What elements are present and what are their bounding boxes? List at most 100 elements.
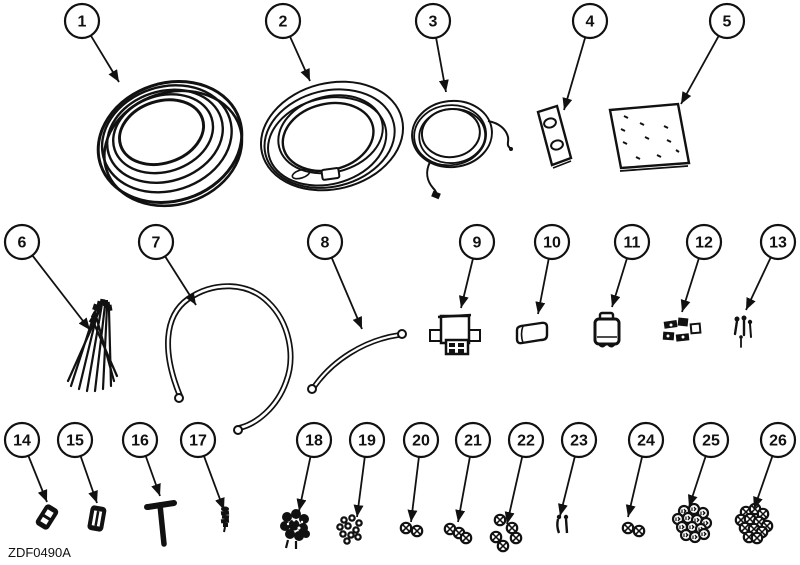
callout-number: 3 (429, 14, 438, 31)
leader-line (745, 256, 772, 311)
callout-number: 4 (586, 14, 595, 31)
part-21-nut-trio (443, 522, 473, 545)
callout-24-screw-pair: 24 (625, 421, 665, 518)
callout-circle (685, 223, 723, 261)
callout-1-wire-harness-coil-large: 1 (63, 2, 120, 83)
callout-number: 9 (473, 235, 482, 252)
callout-number: 23 (570, 433, 588, 450)
part-22-nut-scatter (489, 513, 523, 553)
part-12-terminal-set (662, 317, 702, 342)
callout-17-threaded-plug: 17 (179, 421, 225, 511)
callout-20-washer-pair: 20 (402, 421, 440, 523)
callout-number: 10 (543, 235, 561, 252)
callout-number: 18 (305, 433, 323, 450)
leader-line (625, 456, 644, 518)
callout-16-t-handle-fastener: 16 (121, 421, 161, 497)
callout-19-nut-cluster-small: 19 (348, 421, 386, 518)
callout-22-nut-scatter: 22 (504, 421, 545, 525)
callout-23-pin-pair: 23 (558, 421, 598, 517)
callout-circle (121, 421, 159, 459)
callout-number: 14 (13, 433, 31, 450)
leader-line (27, 455, 48, 503)
callout-number: 8 (321, 235, 330, 252)
callout-circle (613, 223, 651, 261)
callout-circle (295, 421, 333, 459)
callout-number: 15 (66, 433, 84, 450)
part-2-hose-coil-medium (259, 80, 405, 192)
part-18-grommet-cluster (280, 509, 310, 549)
callout-12-terminal-set: 12 (680, 223, 723, 313)
callout-circle (692, 421, 730, 459)
part-11-connector-plug (593, 311, 621, 348)
part-20-washer-pair (399, 521, 424, 538)
part-15-clip-upright (87, 505, 107, 532)
callout-circle (137, 223, 175, 261)
callout-circle (708, 2, 746, 40)
callout-13-screw-set-small: 13 (745, 223, 797, 311)
leader-line (407, 456, 420, 523)
callout-11-connector-plug: 11 (610, 223, 651, 308)
leader-line (535, 258, 550, 315)
leader-line (687, 455, 707, 508)
callout-circle (627, 421, 665, 459)
leader-line (296, 456, 312, 512)
leader-line (610, 257, 628, 308)
callout-6-cable-tie-bundle: 6 (3, 223, 91, 331)
leader-line (753, 455, 774, 510)
callout-circle (56, 421, 94, 459)
callout-number: 1 (78, 14, 87, 31)
callout-circle (533, 223, 571, 261)
leader-line (90, 35, 120, 83)
callout-number: 2 (279, 14, 288, 31)
cable-tie-heads (88, 298, 113, 325)
callout-number: 16 (131, 433, 149, 450)
callout-number: 7 (152, 235, 161, 252)
callout-number: 19 (358, 433, 376, 450)
callout-3-wire-coil-small: 3 (414, 2, 452, 93)
part-24-screw-pair (621, 521, 646, 538)
part-1-wire-harness-coil-large (96, 80, 244, 208)
callout-number: 25 (702, 433, 720, 450)
callout-number: 21 (464, 433, 482, 450)
part-23-pin-pair (556, 514, 569, 534)
leader-line (562, 37, 587, 111)
part-25-nut-cluster-large (671, 502, 713, 544)
part-17-threaded-plug (220, 506, 230, 533)
callout-number: 26 (769, 433, 787, 450)
leader-line (31, 254, 91, 331)
callout-2-hose-coil-medium: 2 (264, 2, 311, 82)
part-16-t-handle-fastener (144, 500, 177, 547)
part-26-screw-cluster-large (734, 502, 774, 545)
leader-line (455, 456, 471, 523)
callout-15-clip-upright: 15 (56, 421, 98, 504)
callout-number: 12 (695, 235, 713, 252)
callout-circle (560, 421, 598, 459)
leader-line (79, 455, 98, 504)
leader-line (330, 257, 363, 330)
part-8-hose-curved-short (307, 329, 407, 394)
part-14-clip-angled (35, 504, 59, 530)
relay-terminals (449, 343, 464, 353)
figure-code: ZDF0490A (8, 545, 71, 560)
part-13-screw-set-small (733, 315, 753, 348)
callout-10-connector-box: 10 (533, 223, 571, 315)
callout-circle (63, 2, 101, 40)
leader-line (435, 37, 449, 93)
leader-line (680, 35, 720, 105)
callout-4-mounting-bracket-two-holes: 4 (562, 2, 609, 111)
callout-9-relay-module: 9 (458, 223, 496, 309)
callout-26-screw-cluster-large: 26 (753, 421, 797, 510)
callout-circle (3, 421, 41, 459)
callout-14-clip-angled: 14 (3, 421, 48, 503)
callout-number: 5 (723, 14, 732, 31)
callout-circle (507, 421, 545, 459)
callout-circle (571, 2, 609, 40)
callout-circle (759, 421, 797, 459)
part-3-wire-coil-small (411, 99, 513, 200)
part-19-nut-cluster-small (336, 514, 363, 545)
callout-circle (458, 223, 496, 261)
callout-number: 11 (624, 235, 641, 252)
part-7-hose-loop-large (165, 283, 294, 435)
